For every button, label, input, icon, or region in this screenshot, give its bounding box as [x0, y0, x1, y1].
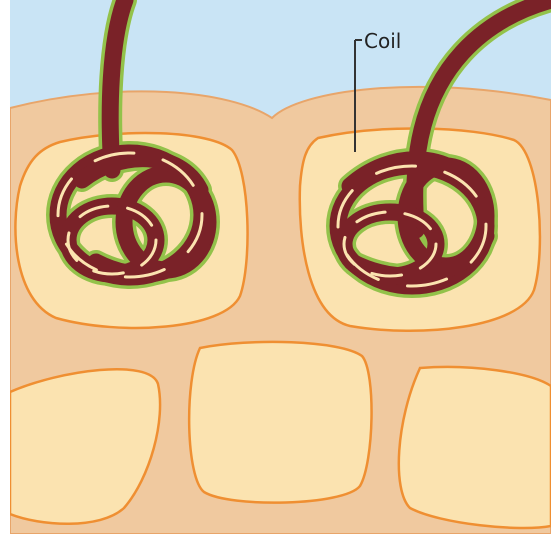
lower-cell-center [189, 342, 371, 503]
coil-label: Coil [364, 29, 401, 53]
lower-cell-right [399, 367, 551, 528]
